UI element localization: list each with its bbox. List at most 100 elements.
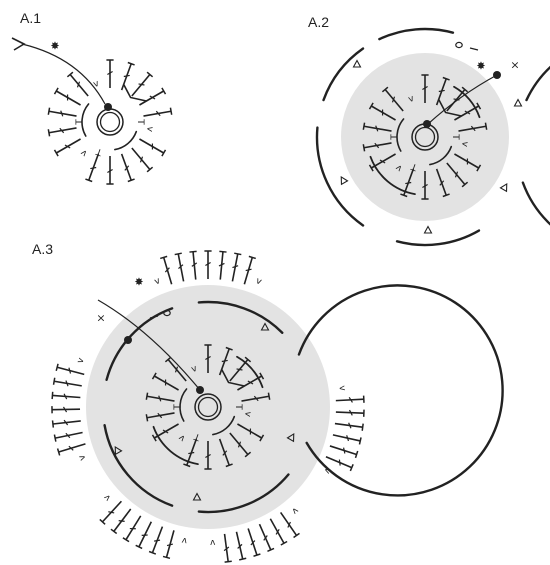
v-increase-icon: v: [180, 534, 188, 545]
treble-crochet-icon: [48, 127, 77, 134]
v-increase-icon: v: [77, 453, 89, 462]
svg-text:T: T: [390, 134, 400, 141]
treble-crochet-icon: [332, 434, 361, 442]
treble-crochet-icon: [454, 153, 480, 169]
treble-crochet-icon: [435, 78, 447, 106]
treble-crochet-icon: [143, 110, 172, 117]
treble-crochet-icon: [435, 168, 447, 196]
svg-text:T: T: [135, 118, 145, 125]
treble-crochet-icon: [54, 380, 82, 387]
star-icon: ✸: [50, 40, 59, 53]
treble-crochet-icon: [247, 528, 258, 556]
svg-text:T: T: [233, 403, 243, 410]
yarn-path: [21, 43, 106, 105]
v-increase-icon: v: [153, 276, 162, 288]
treble-crochet-icon: [131, 147, 151, 171]
treble-crochet-icon: [113, 508, 132, 532]
triangle-icon: [260, 322, 270, 331]
treble-crochet-icon: [139, 138, 165, 154]
star-icon: ✸: [476, 60, 485, 73]
svg-text:T: T: [410, 160, 420, 172]
treble-crochet-icon: [55, 138, 81, 154]
triangle-icon: [286, 432, 295, 443]
triangle-icon: [499, 182, 508, 193]
treble-crochet-icon: [177, 253, 185, 282]
triangle-icon: [352, 59, 362, 68]
v-increase-icon: v: [336, 385, 347, 392]
treble-crochet-icon: [58, 443, 86, 453]
filled-dot-icon: [124, 336, 132, 344]
petal-arc: [322, 47, 365, 102]
v-increase-icon: v: [254, 276, 263, 288]
treble-crochet-icon: [218, 438, 230, 466]
treble-crochet-icon: [237, 423, 263, 439]
treble-crochet-icon: [52, 394, 81, 399]
filled-dot-icon: [423, 120, 431, 128]
treble-crochet-icon: [370, 105, 396, 121]
svg-text:T: T: [95, 145, 105, 157]
treble-crochet-icon: [48, 110, 77, 117]
chain-oval-icon: [455, 41, 463, 49]
diagram-label-a3: A.3: [32, 241, 53, 257]
v-increase-icon: v: [92, 79, 101, 90]
magic-ring-icon: [194, 393, 222, 421]
treble-crochet-icon: [69, 73, 89, 97]
treble-crochet-icon: [235, 531, 244, 560]
arrow-icon: [11, 37, 26, 51]
treble-crochet-icon: [120, 63, 132, 91]
v-increase-icon: v: [459, 140, 470, 148]
v-increase-icon: v: [144, 125, 155, 133]
v-increase-icon: v: [407, 94, 416, 105]
treble-crochet-icon: [325, 455, 353, 469]
treble-crochet-icon: [146, 395, 175, 402]
petal-arc: [105, 307, 174, 382]
treble-crochet-icon: [223, 533, 229, 562]
treble-crochet-icon: [167, 358, 187, 382]
cross-icon: ×: [96, 312, 105, 325]
treble-crochet-icon: [151, 526, 164, 554]
treble-crochet-icon: [243, 257, 254, 285]
treble-crochet-icon: [131, 73, 151, 97]
treble-crochet-icon: [334, 422, 363, 428]
filled-dot-icon: [104, 103, 112, 111]
treble-crochet-icon: [241, 395, 270, 402]
svg-text:T: T: [193, 430, 203, 442]
treble-crochet-icon: [335, 398, 364, 402]
svg-text:T: T: [173, 404, 183, 411]
treble-crochet-icon: [229, 432, 249, 456]
treble-crochet-icon: [329, 445, 357, 456]
yarn-path: [97, 299, 201, 391]
triangle-icon: [513, 98, 523, 107]
v-increase-icon: v: [76, 356, 87, 365]
treble-crochet-icon: [139, 90, 165, 106]
treble-crochet-icon: [101, 500, 122, 523]
v-increase-icon: v: [79, 147, 90, 159]
treble-crochet-icon: [138, 521, 153, 548]
v-increase-icon: v: [190, 364, 199, 375]
treble-crochet-icon: [125, 515, 142, 541]
treble-crochet-icon: [162, 257, 173, 285]
triangle-icon: [340, 175, 349, 186]
v-increase-icon: v: [242, 410, 253, 418]
treble-crochet-icon: [146, 412, 175, 419]
treble-crochet-icon: [219, 251, 224, 280]
yarn-path: [427, 74, 498, 125]
v-increase-icon: v: [289, 505, 300, 517]
v-increase-icon: v: [321, 466, 333, 476]
treble-crochet-icon: [335, 411, 364, 415]
treble-crochet-icon: [120, 153, 132, 181]
treble-crochet-icon: [446, 162, 466, 186]
treble-crochet-icon: [153, 375, 179, 391]
diagram-label-a2: A.2: [308, 14, 329, 30]
treble-crochet-icon: [52, 420, 81, 425]
treble-crochet-icon: [384, 88, 404, 112]
shaded-round: [341, 53, 509, 221]
v-increase-icon: v: [177, 432, 188, 444]
treble-crochet-icon: [165, 530, 175, 558]
v-increase-icon: v: [394, 162, 405, 174]
treble-crochet-icon: [56, 366, 85, 376]
treble-crochet-icon: [192, 251, 197, 280]
